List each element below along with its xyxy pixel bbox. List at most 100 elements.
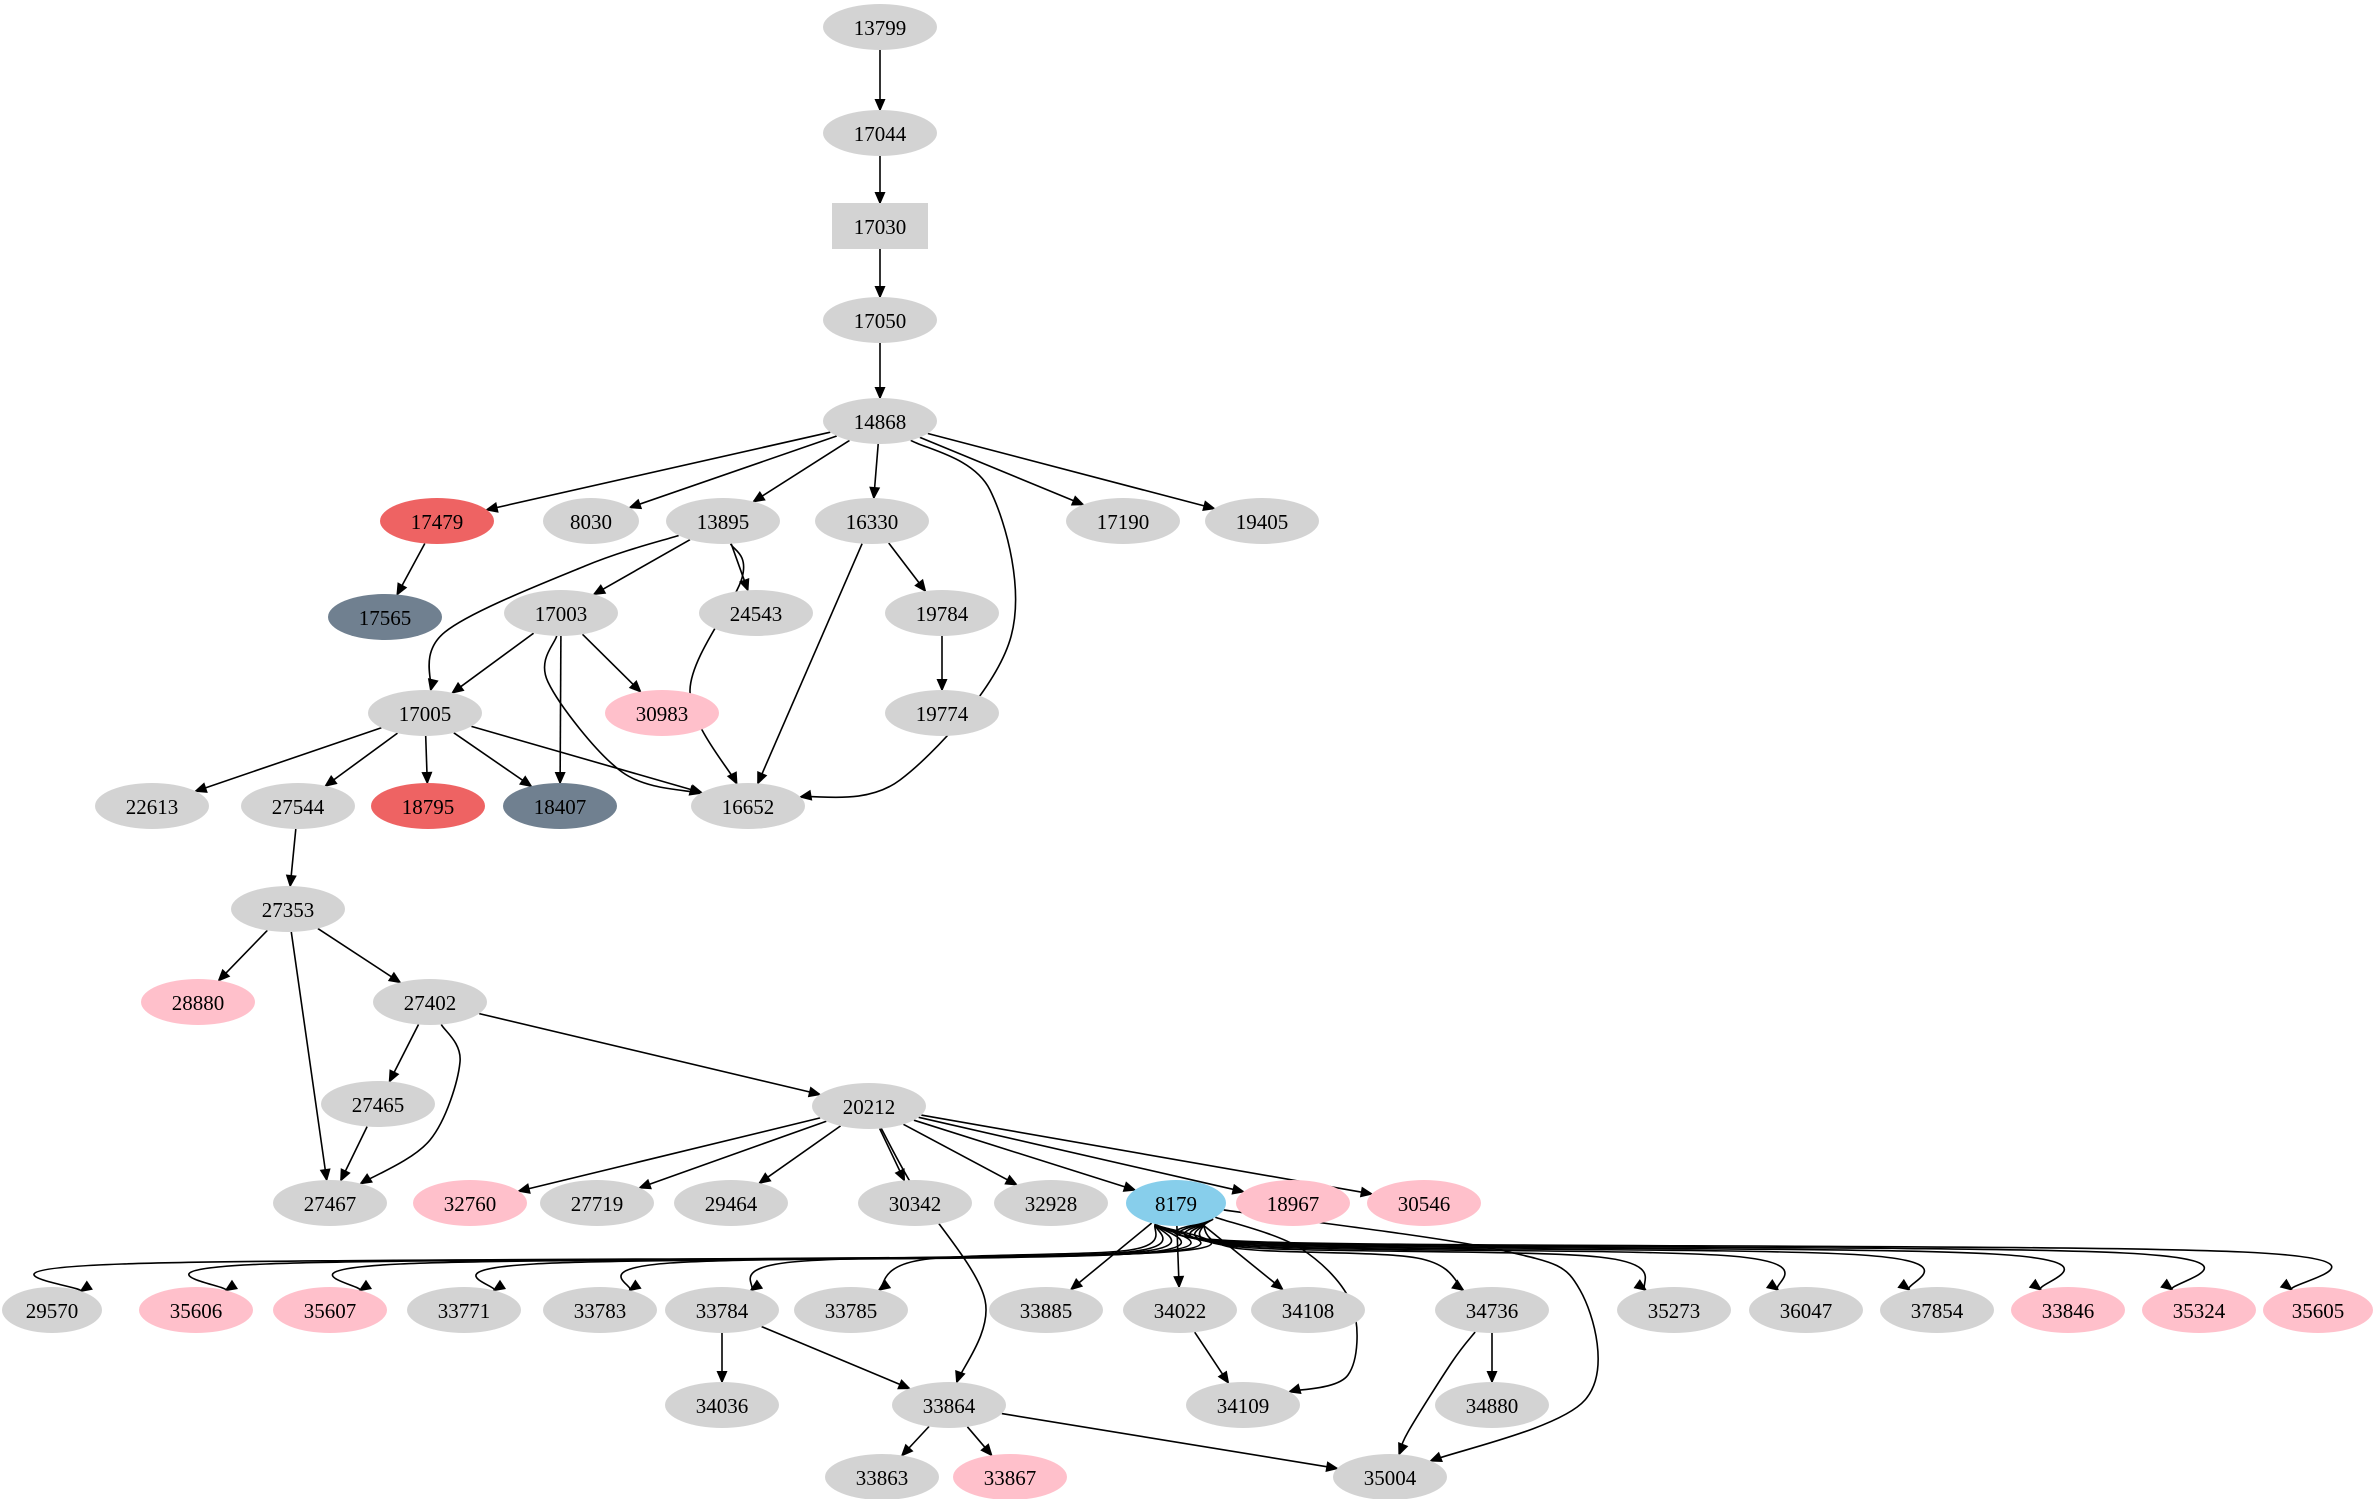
edge-17003-16652 — [543, 635, 703, 796]
node-ellipse-33785 — [794, 1287, 908, 1333]
edge-16330-19784 — [888, 542, 927, 593]
node-16330: 16330 — [815, 498, 929, 544]
node-ellipse-27544 — [241, 783, 355, 829]
node-ellipse-34109 — [1186, 1382, 1300, 1428]
node-label-17044: 17044 — [854, 122, 907, 146]
node-33846: 33846 — [2011, 1287, 2125, 1333]
node-17190: 17190 — [1066, 498, 1180, 544]
node-label-17003: 17003 — [535, 602, 588, 626]
node-ellipse-16652 — [691, 783, 805, 829]
node-34736: 34736 — [1435, 1287, 1549, 1333]
edge-27402-27465 — [388, 1024, 420, 1084]
node-label-17479: 17479 — [411, 510, 464, 534]
node-34109: 34109 — [1186, 1382, 1300, 1428]
node-label-27719: 27719 — [571, 1192, 624, 1216]
node-label-33783: 33783 — [574, 1299, 627, 1323]
node-18967: 18967 — [1236, 1180, 1350, 1226]
node-ellipse-33846 — [2011, 1287, 2125, 1333]
node-ellipse-17044 — [823, 110, 937, 156]
node-label-37854: 37854 — [1911, 1299, 1964, 1323]
edge-14868-17190 — [919, 436, 1085, 506]
node-label-17565: 17565 — [359, 606, 412, 630]
node-label-35324: 35324 — [2173, 1299, 2226, 1323]
edge-8179-34022 — [1173, 1225, 1185, 1289]
node-ellipse-28880 — [141, 979, 255, 1025]
node-ellipse-35273 — [1617, 1287, 1731, 1333]
node-ellipse-30342 — [858, 1180, 972, 1226]
node-ellipse-33864 — [892, 1382, 1006, 1428]
node-33784: 33784 — [665, 1287, 779, 1333]
node-label-17190: 17190 — [1097, 510, 1150, 534]
node-label-33771: 33771 — [438, 1299, 491, 1323]
edge-17005-18795 — [421, 735, 433, 785]
node-18795: 18795 — [371, 783, 485, 829]
node-label-34109: 34109 — [1217, 1394, 1270, 1418]
node-label-28880: 28880 — [172, 991, 225, 1015]
node-label-17005: 17005 — [399, 702, 452, 726]
node-ellipse-27467 — [273, 1180, 387, 1226]
node-label-30546: 30546 — [1398, 1192, 1451, 1216]
node-label-35605: 35605 — [2292, 1299, 2345, 1323]
node-label-36047: 36047 — [1780, 1299, 1833, 1323]
node-label-35004: 35004 — [1364, 1466, 1417, 1490]
node-ellipse-17050 — [823, 297, 937, 343]
node-33771: 33771 — [407, 1287, 521, 1333]
node-label-16652: 16652 — [722, 795, 775, 819]
node-ellipse-14868 — [823, 398, 937, 444]
edge-8179-35004 — [1223, 1209, 1599, 1463]
edge-34736-35004 — [1398, 1331, 1476, 1456]
node-label-34880: 34880 — [1466, 1394, 1519, 1418]
node-label-17030: 17030 — [854, 215, 907, 239]
node-ellipse-13799 — [823, 4, 937, 50]
node-ellipse-29570 — [2, 1287, 102, 1333]
node-ellipse-35607 — [273, 1287, 387, 1333]
edge-27465-27467 — [340, 1126, 368, 1183]
node-17565: 17565 — [328, 594, 442, 640]
node-34022: 34022 — [1123, 1287, 1237, 1333]
edge-17003-30983 — [581, 633, 642, 693]
node-label-24543: 24543 — [730, 602, 783, 626]
node-ellipse-33771 — [407, 1287, 521, 1333]
node-33863: 33863 — [825, 1454, 939, 1499]
node-label-33784: 33784 — [696, 1299, 749, 1323]
node-27719: 27719 — [540, 1180, 654, 1226]
node-33864: 33864 — [892, 1382, 1006, 1428]
node-32928: 32928 — [994, 1180, 1108, 1226]
node-label-27544: 27544 — [272, 795, 325, 819]
node-19774: 19774 — [885, 690, 999, 736]
node-label-34736: 34736 — [1466, 1299, 1519, 1323]
node-27402: 27402 — [373, 979, 487, 1025]
edge-27544-27353 — [285, 828, 297, 888]
node-ellipse-35324 — [2142, 1287, 2256, 1333]
node-ellipse-22613 — [95, 783, 209, 829]
node-box-17030 — [832, 203, 928, 249]
node-36047: 36047 — [1749, 1287, 1863, 1333]
edge-16330-16652 — [757, 543, 863, 785]
node-ellipse-34036 — [665, 1382, 779, 1428]
node-27544: 27544 — [241, 783, 355, 829]
edge-8179-33785 — [877, 1223, 1157, 1292]
edge-8179-33885 — [1069, 1222, 1153, 1291]
node-ellipse-18407 — [503, 783, 617, 829]
edge-14868-8030 — [628, 435, 837, 510]
edge-14868-16330 — [869, 443, 881, 500]
node-label-27402: 27402 — [404, 991, 457, 1015]
node-ellipse-16330 — [815, 498, 929, 544]
node-ellipse-33783 — [543, 1287, 657, 1333]
node-35273: 35273 — [1617, 1287, 1731, 1333]
node-33783: 33783 — [543, 1287, 657, 1333]
node-30342: 30342 — [858, 1180, 972, 1226]
node-33785: 33785 — [794, 1287, 908, 1333]
node-label-14868: 14868 — [854, 410, 907, 434]
node-label-33846: 33846 — [2042, 1299, 2095, 1323]
node-ellipse-27719 — [540, 1180, 654, 1226]
node-ellipse-17003 — [504, 590, 618, 636]
node-ellipse-30546 — [1367, 1180, 1481, 1226]
node-ellipse-34108 — [1251, 1287, 1365, 1333]
node-29570: 29570 — [2, 1287, 102, 1333]
edge-33864-35004 — [1001, 1412, 1339, 1473]
node-37854: 37854 — [1880, 1287, 1994, 1333]
edge-13895-24543 — [730, 543, 750, 592]
node-8030: 8030 — [543, 498, 639, 544]
